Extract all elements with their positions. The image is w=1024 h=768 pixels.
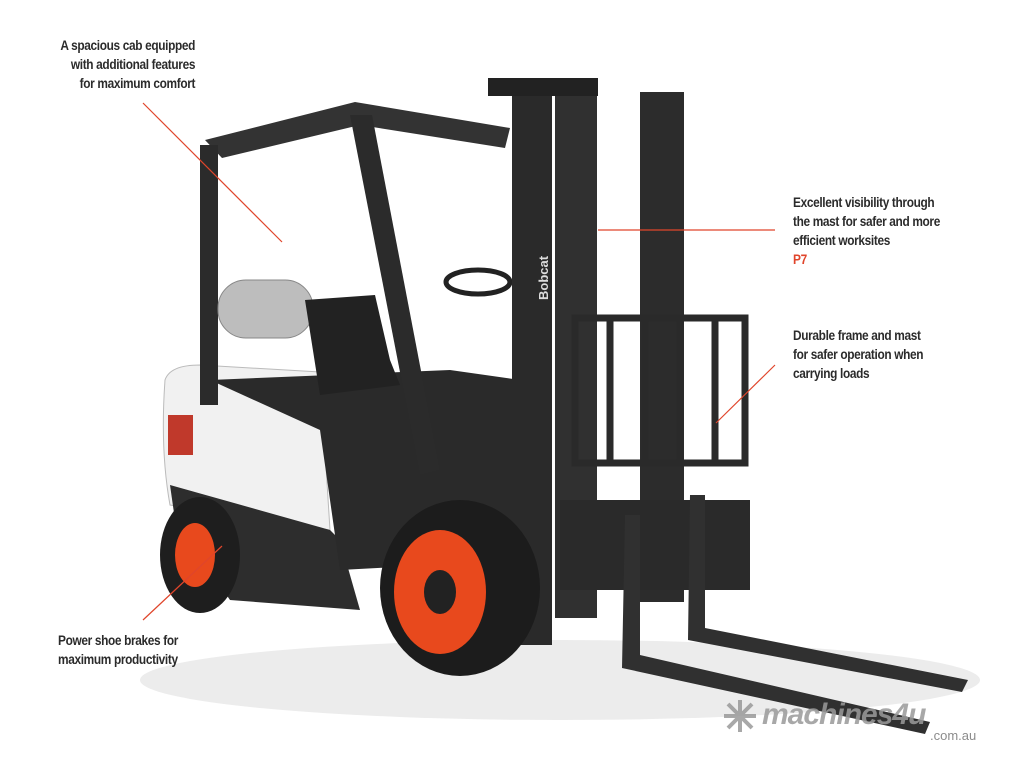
- rear-wheel: [160, 497, 240, 613]
- callout-brakes: Power shoe brakes for maximum productivi…: [58, 631, 178, 669]
- lpg-tank: [217, 279, 314, 339]
- leader-cab: [142, 102, 283, 243]
- callout-text: Durable frame and mast: [793, 328, 921, 343]
- leader-brakes: [142, 545, 223, 621]
- guard-post-front: [350, 115, 440, 475]
- callout-text: the mast for safer and more: [793, 214, 940, 229]
- leader-frame: [715, 364, 776, 424]
- load-backrest: [571, 314, 749, 467]
- mast-top: [488, 78, 598, 96]
- callout-text: efficient worksites: [793, 233, 890, 248]
- front-wheel: [380, 500, 540, 676]
- fork-right: [688, 495, 968, 692]
- callout-text: carrying loads: [793, 366, 870, 381]
- overhead-guard: [205, 102, 510, 158]
- fork-left: [622, 515, 930, 734]
- callout-cab: A spacious cab equipped with additional …: [60, 36, 195, 93]
- operator-seat: [305, 295, 400, 395]
- callout-text: Excellent visibility through: [793, 195, 935, 210]
- callout-visibility: Excellent visibility through the mast fo…: [793, 193, 940, 269]
- watermark-domain: .com.au: [930, 728, 977, 743]
- watermark-name: machines4u: [762, 698, 926, 731]
- tail-light: [168, 415, 193, 455]
- steering-wheel: [443, 267, 513, 297]
- watermark: machines4u .com.au: [722, 698, 976, 743]
- callout-text: with additional features: [70, 57, 196, 72]
- callout-text: for safer operation when: [793, 347, 924, 362]
- callout-leader-lines: [142, 102, 776, 621]
- callout-text: A spacious cab equipped: [60, 38, 195, 53]
- callout-text: Power shoe brakes for: [58, 633, 179, 648]
- guard-post-rear: [200, 145, 218, 405]
- callout-frame: Durable frame and mast for safer operati…: [793, 326, 924, 383]
- callout-text: for maximum comfort: [79, 76, 196, 91]
- fork-carriage: [560, 500, 750, 590]
- callout-code: P7: [793, 252, 807, 267]
- snowflake-logo-icon: [724, 700, 756, 732]
- callout-text: maximum productivity: [58, 652, 178, 667]
- brand-decal: Bobcat: [536, 255, 551, 300]
